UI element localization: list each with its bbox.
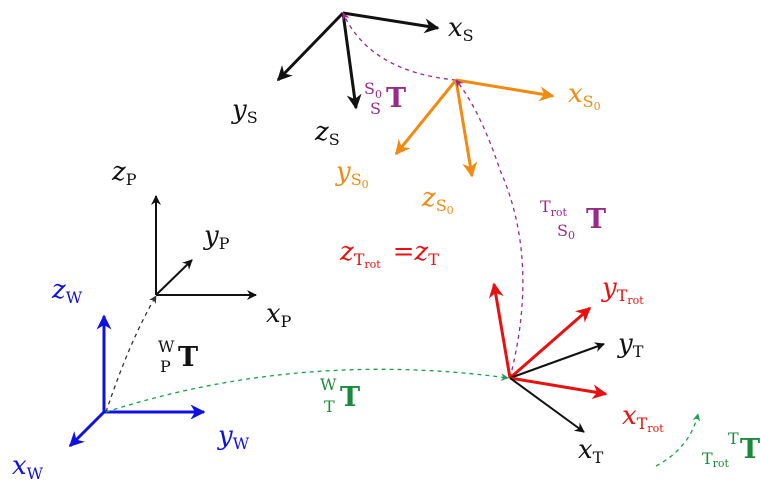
frame-s0-z-axis — [454, 79, 478, 178]
frame-p-y-axis — [155, 259, 193, 296]
transform-sub-trot-s0: S0 — [557, 221, 575, 242]
frame-trot-y-label: yTrot — [601, 273, 644, 307]
frame-trot-x-label: xTrot — [622, 401, 664, 435]
frame-s0-x-axis — [455, 78, 555, 102]
transform-label-w-p: W — [158, 337, 175, 356]
transform-arrow-w-p — [105, 295, 157, 413]
transform-label-w-t: W — [320, 375, 337, 394]
frame-t-y-axis — [509, 342, 605, 379]
frame-w-x-axis — [68, 410, 106, 448]
z-equation: zTrot=xzT — [339, 237, 439, 271]
frame-p-x-label: xP — [266, 299, 292, 331]
transform-sub-t-trot: Trot — [702, 449, 730, 470]
transform-bold-w-p: T — [178, 342, 198, 373]
transform-arrow-s0-s — [342, 12, 457, 81]
frame-s0-x-label: xS0 — [568, 79, 601, 113]
frame-w-z-label: zW — [51, 275, 83, 307]
transform-sub-w-t: T — [324, 397, 335, 416]
frame-s0: xS0 yS0 zS0 — [335, 78, 601, 217]
frame-s-x-axis — [342, 11, 440, 34]
frame-t: yTrot yT xTrot xT — [488, 273, 664, 467]
frame-s: xS yS zS — [231, 11, 474, 149]
transform-arrow-w-t — [105, 368, 509, 413]
frame-t-x-label: xT — [578, 435, 604, 467]
frame-s0-y-label: yS0 — [335, 157, 369, 191]
frame-trot-z-axis — [488, 282, 512, 379]
frame-p-z-label: zP — [111, 157, 137, 189]
transform-bold-s0-s: T — [386, 83, 406, 114]
transform-label-trot-s0: Trot — [540, 197, 568, 219]
frame-s-x-label: xS — [448, 13, 474, 45]
transform-bold-t-trot: T — [740, 434, 760, 465]
transform-sub-s0-s: S — [370, 99, 381, 118]
frame-s-z-label: zS — [314, 117, 340, 149]
frame-p-y-label: yP — [203, 221, 230, 253]
frame-s-y-axis — [276, 11, 345, 82]
transform-bold-trot-s0: T — [586, 204, 606, 235]
transform-arrow-trot-s0 — [455, 79, 524, 379]
frame-t-y-label: yT — [617, 329, 644, 361]
frame-w-x-label: xW — [12, 451, 44, 483]
frame-s-y-label: yS — [231, 95, 258, 127]
frame-s-z-axis — [341, 12, 362, 110]
transform-bold-w-t: T — [340, 382, 360, 413]
frame-s0-y-axis — [394, 79, 458, 156]
frame-w: zW yW xW — [12, 275, 250, 483]
frame-t-x-axis — [509, 377, 585, 433]
transform-label-s0-s: S0 — [364, 79, 382, 101]
frame-trot-y-axis — [509, 306, 592, 380]
frame-p: zP yP xP — [111, 157, 292, 331]
frame-s0-z-label: zS0 — [421, 183, 454, 217]
frame-trot-x-axis — [509, 376, 608, 400]
transform-label-t-trot: T — [728, 429, 739, 448]
transform-arrow-t-trot — [655, 413, 701, 467]
frame-w-y-label: yW — [217, 421, 250, 453]
transform-sub-w-p: P — [160, 357, 171, 376]
